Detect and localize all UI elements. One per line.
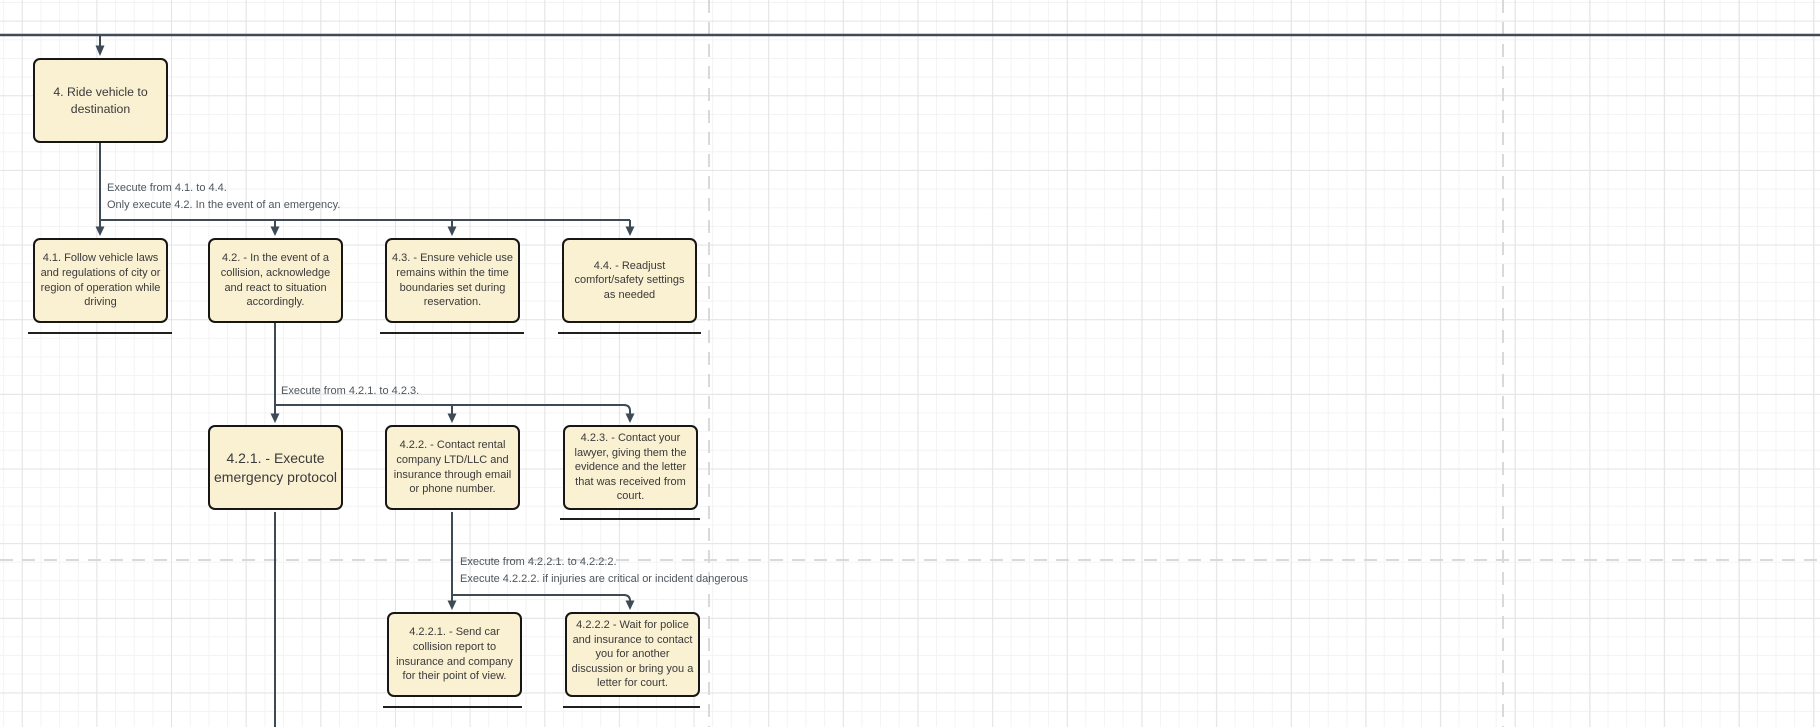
edge-label-execute-4.1-to-4.4[interactable]: Execute from 4.1. to 4.4. xyxy=(107,182,227,194)
node-4.2.2.1[interactable]: 4.2.2.1. - Send car collision report to … xyxy=(387,612,522,697)
edge-label-execute-4.2.1-to-4.2.3[interactable]: Execute from 4.2.1. to 4.2.3. xyxy=(281,385,420,397)
node-4.2.1[interactable]: 4.2.1. - Execute emergency protocol xyxy=(208,425,343,510)
arrowhead-into-4.1 xyxy=(95,226,105,236)
edge-label-execute-4.2.2.1-to-4.2.2.2[interactable]: Execute from 4.2.2.1. to 4.2.2.2. xyxy=(460,556,617,568)
arrowhead-into-4.2.3 xyxy=(625,413,635,423)
node-4.3[interactable]: 4.3. - Ensure vehicle use remains within… xyxy=(385,238,520,323)
edge-4-to-children[interactable] xyxy=(95,143,635,236)
node-4.1[interactable]: 4.1. Follow vehicle laws and regulations… xyxy=(33,238,168,323)
edge-label-only-execute-4.2[interactable]: Only execute 4.2. In the event of an eme… xyxy=(107,199,341,211)
node-4[interactable]: 4. Ride vehicle to destination xyxy=(33,58,168,143)
node-4.2.2.2[interactable]: 4.2.2.2 - Wait for police and insurance … xyxy=(565,612,700,697)
arrowhead-into-4.2 xyxy=(270,226,280,236)
arrowhead-into-4.2.1 xyxy=(270,413,280,423)
leaf-underlines[interactable] xyxy=(28,332,701,708)
edge-4.2.2-to-children[interactable] xyxy=(447,512,635,610)
arrowhead-into-4.2.2 xyxy=(447,413,457,423)
arrowhead-into-4.3 xyxy=(447,226,457,236)
arrowhead-into-4.2.2.1 xyxy=(447,600,457,610)
arrowhead-into-4.4 xyxy=(625,226,635,236)
edge-label-execute-4.2.2.2-condition[interactable]: Execute 4.2.2.2. if injuries are critica… xyxy=(460,573,748,585)
arrowhead-into-4 xyxy=(95,45,105,56)
arrowhead-into-4.2.2.2 xyxy=(625,600,635,610)
edge-4.2-to-children[interactable] xyxy=(270,323,635,423)
edge-toprule-to-4[interactable] xyxy=(95,36,105,56)
node-4.2.3[interactable]: 4.2.3. - Contact your lawyer, giving the… xyxy=(563,425,698,510)
node-4.2.2[interactable]: 4.2.2. - Contact rental company LTD/LLC … xyxy=(385,425,520,510)
node-4.4[interactable]: 4.4. - Readjust comfort/safety settings … xyxy=(562,238,697,323)
node-4.2[interactable]: 4.2. - In the event of a collision, ackn… xyxy=(208,238,343,323)
